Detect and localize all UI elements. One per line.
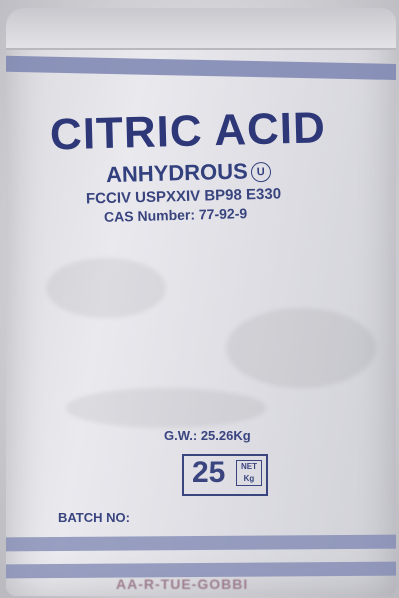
cas-number: CAS Number: 77-92-9 xyxy=(103,205,248,225)
bag-top-seam xyxy=(6,8,396,50)
grade-standards: FCCIV USPXXIV BP98 E330 xyxy=(85,185,282,208)
bottom-blue-stripe xyxy=(6,534,396,552)
registered-mark-icon: U xyxy=(250,162,272,183)
subtitle-text: ANHYDROUS xyxy=(105,158,249,188)
net-weight-unit: NET Kg xyxy=(236,460,262,486)
net-weight-box: 25 NET Kg xyxy=(182,454,268,496)
bottom-print: AA-R-TUE-GOBBI xyxy=(116,576,249,592)
net-weight-value: 25 xyxy=(192,456,226,489)
product-title: CITRIC ACID xyxy=(49,103,327,160)
bag-wrinkle xyxy=(66,388,266,428)
batch-label: BATCH NO: xyxy=(58,510,130,525)
top-blue-stripe xyxy=(6,55,396,81)
gross-weight: G.W.: 25.26Kg xyxy=(164,428,251,443)
bag-wrinkle xyxy=(46,258,166,318)
bag-wrinkle xyxy=(226,308,376,388)
